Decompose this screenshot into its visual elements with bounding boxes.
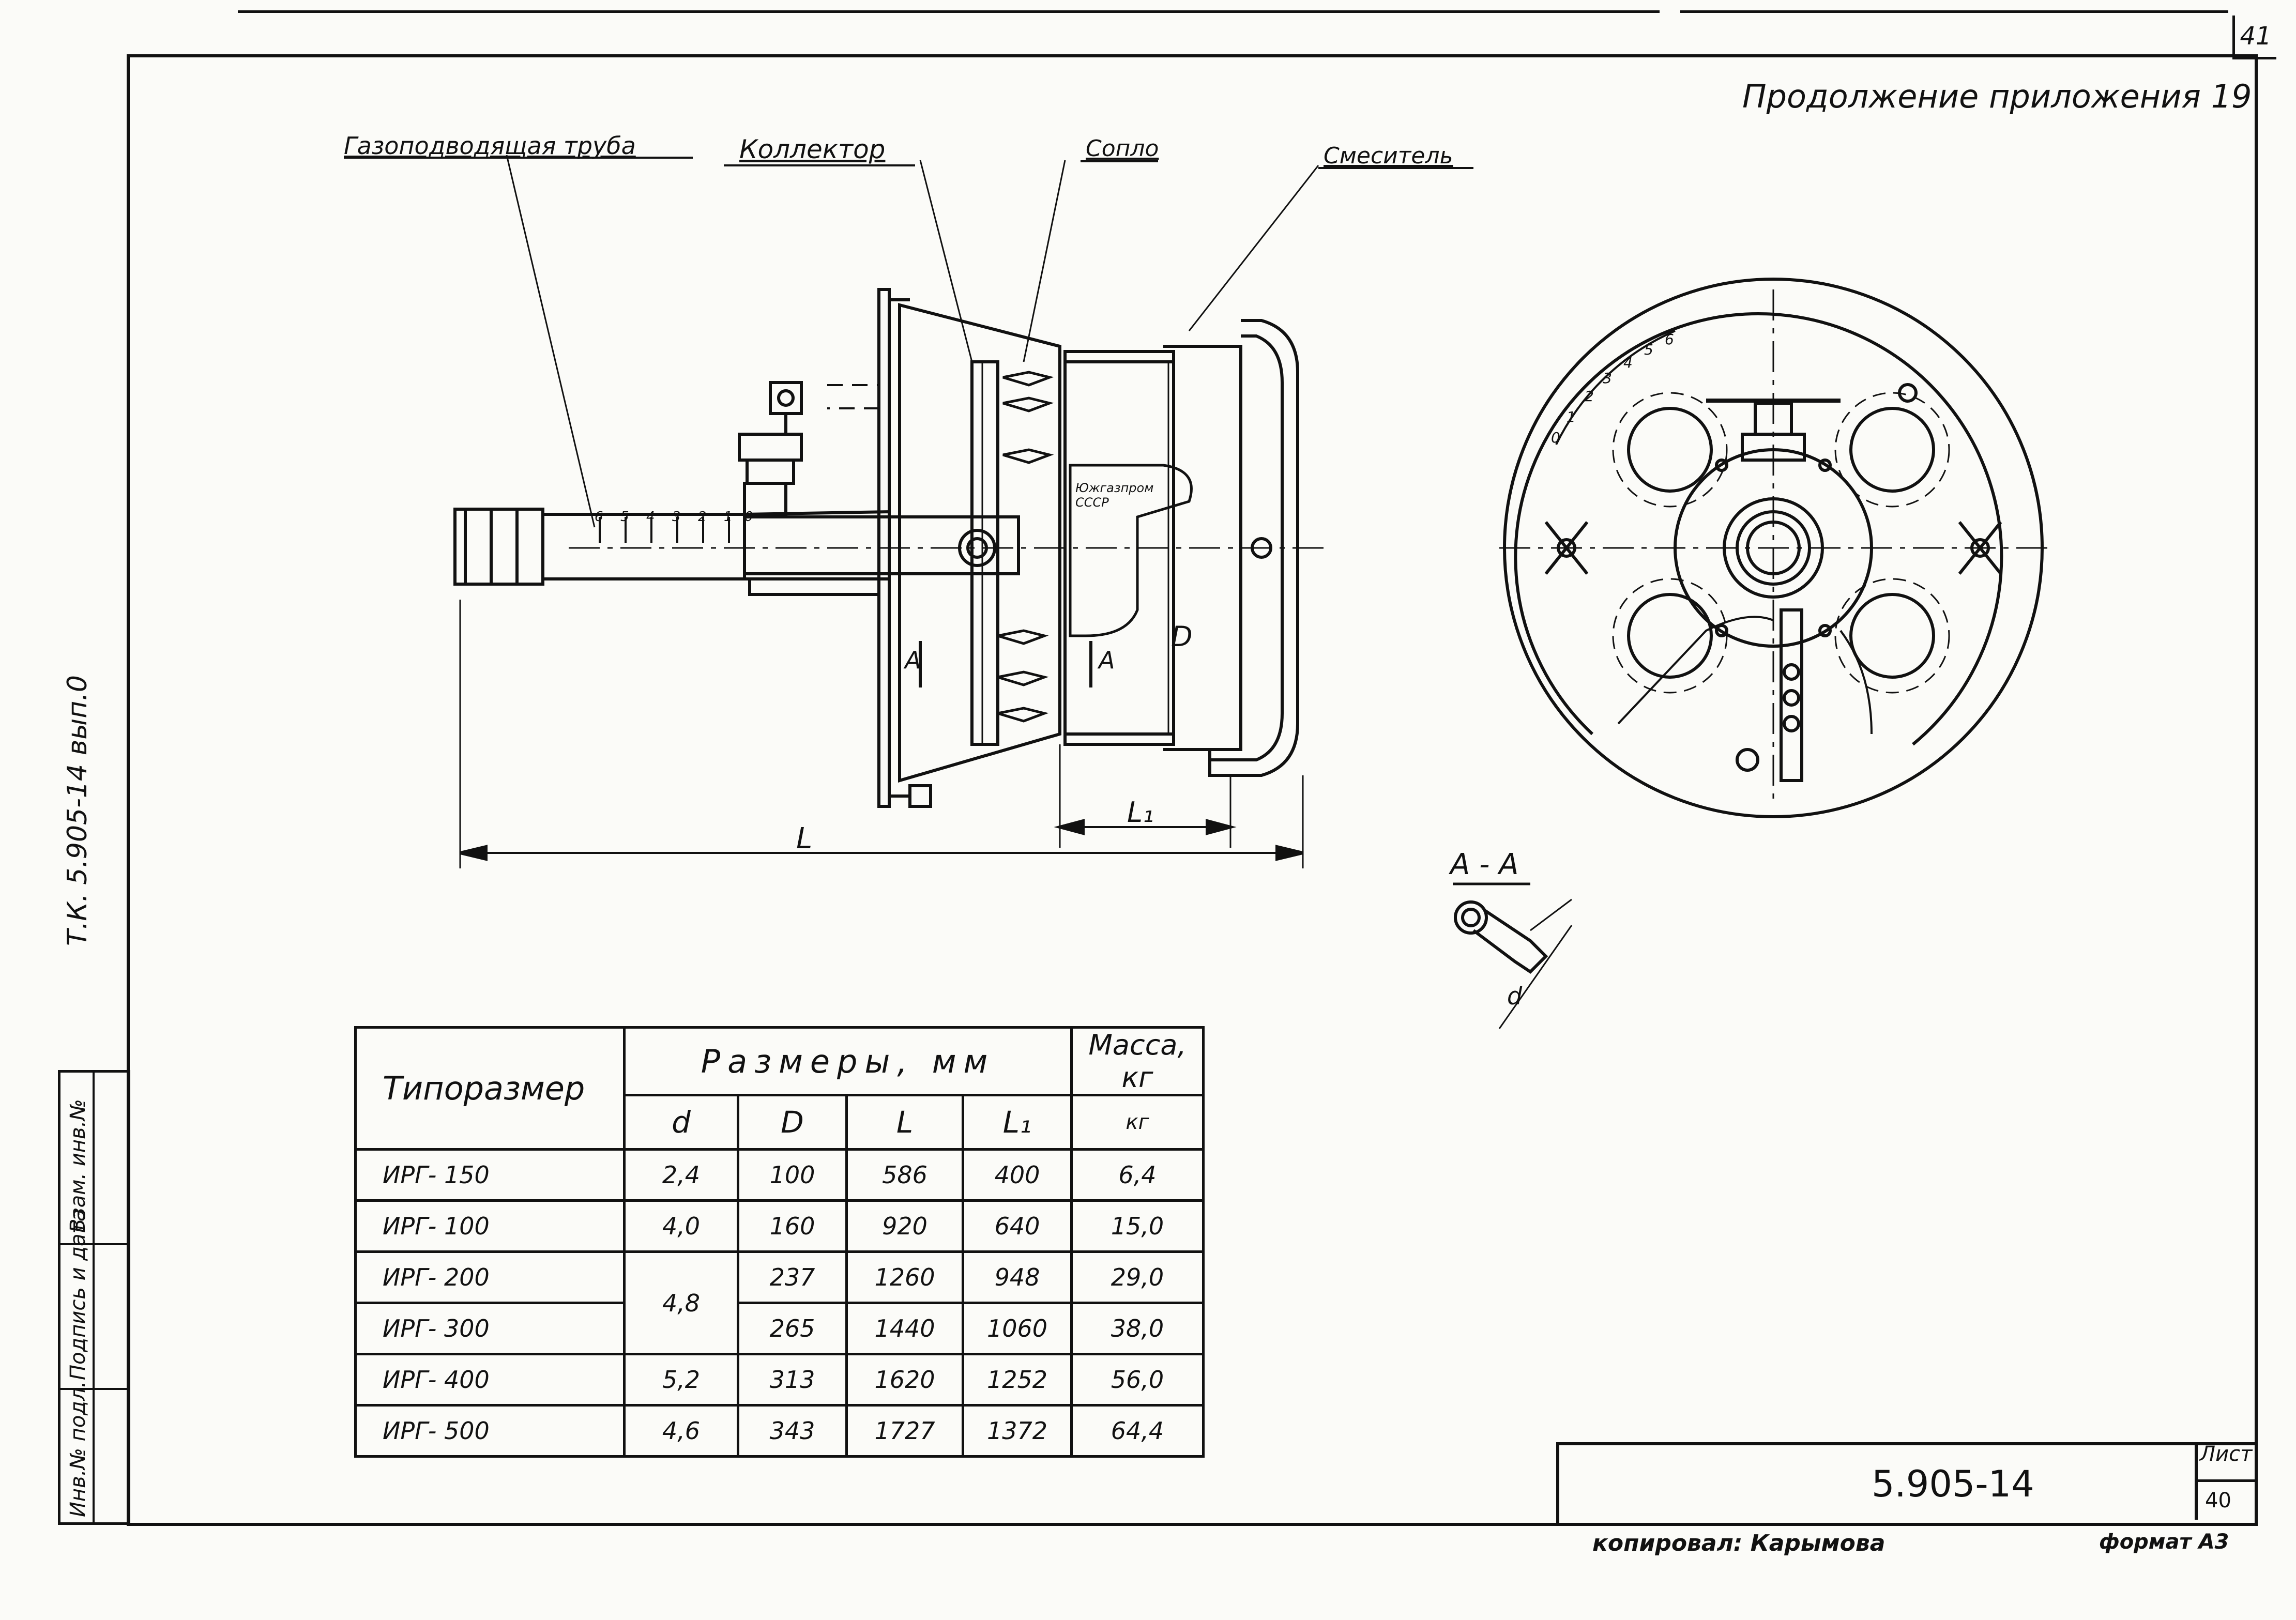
table-row: ИРГ- 300 265 1440 1060 38,0 (354, 1302, 1205, 1355)
copied-by: копировал: Карымова (1592, 1530, 1886, 1556)
dimension-d: d (1507, 982, 1523, 1010)
scale-mark-2: 2 (698, 509, 707, 525)
dial-mark-5: 5 (1644, 341, 1653, 358)
col-L1: L₁ (962, 1094, 1073, 1151)
heading: Продолжение приложения 19 (1742, 78, 2252, 115)
stamp-signature-date: Подпись и дата (66, 1209, 90, 1380)
top-edge-line (238, 10, 1660, 13)
scale-mark-0: 0 (744, 509, 753, 525)
table-row: ИРГ- 100 4,0 160 920 640 15,0 (354, 1199, 1205, 1253)
callout-gas-pipe: Газоподводящая труба (344, 132, 636, 160)
col-d: d (623, 1094, 739, 1151)
header-sizes: Размеры, мм (623, 1026, 1073, 1096)
header-mass: Масса, кг (1070, 1026, 1205, 1096)
scale-mark-3: 3 (672, 509, 681, 525)
dimension-L: L (796, 822, 813, 855)
title-block (1556, 1442, 2255, 1523)
drawing-frame (127, 54, 2258, 1526)
dial-mark-4: 4 (1623, 354, 1633, 371)
dial-mark-3: 3 (1603, 370, 1612, 387)
section-mark-right: A (1099, 646, 1115, 674)
section-title: А - А (1450, 848, 1519, 881)
dial-mark-2: 2 (1585, 388, 1594, 405)
top-edge-line-right (1680, 10, 2228, 13)
dimension-L1: L₁ (1127, 796, 1154, 829)
scale-mark-5: 5 (620, 509, 629, 525)
sheet-value: 40 (2205, 1489, 2231, 1512)
callout-collector: Коллектор (739, 134, 886, 164)
scale-mark-6: 6 (595, 509, 603, 525)
merged-d-cell: 4,8 (623, 1250, 739, 1355)
document-code: 5.905-14 (1872, 1463, 2034, 1505)
stamp-inv-original: Инв.№ подл. (66, 1381, 90, 1517)
scale-mark-1: 1 (724, 509, 733, 525)
dial-mark-1: 1 (1567, 408, 1576, 425)
col-mass-unit: кг (1070, 1094, 1205, 1151)
callout-nozzle: Сопло (1086, 135, 1159, 162)
col-D: D (737, 1094, 848, 1151)
burner-front-view (1499, 278, 2047, 818)
callout-mixer: Смеситель (1324, 143, 1453, 169)
paper-format: формат А3 (2099, 1530, 2229, 1554)
dial-mark-6: 6 (1665, 331, 1674, 348)
table-row: ИРГ- 200 4,8 237 1260 948 29,0 (354, 1250, 1205, 1355)
stamp-replacement-inv: Взам. инв.№ (66, 1099, 90, 1233)
vertical-series-code: Т.К. 5.905-14 вып.0 (62, 675, 93, 946)
col-L: L (845, 1094, 964, 1151)
header-type: Типоразмер (354, 1026, 626, 1151)
title-block-sheet-cell (2195, 1442, 2255, 1520)
spec-table: Типоразмер Размеры, мм Масса, кг d D L L… (354, 1026, 1205, 1458)
scale-mark-4: 4 (646, 509, 655, 525)
left-stamp-box (58, 1070, 130, 1525)
label-plate-text: Южгазпром СССР (1075, 481, 1154, 510)
sheet-number: 41 (2232, 16, 2276, 59)
dial-mark-0: 0 (1551, 429, 1560, 446)
table-row: ИРГ- 150 2,4 100 586 400 6,4 (354, 1148, 1205, 1202)
section-a-a-detail (1453, 882, 1573, 1029)
table-row: ИРГ- 400 5,2 313 1620 1252 56,0 (354, 1353, 1205, 1407)
section-mark-left: A (905, 646, 921, 674)
table-row: ИРГ- 500 4,6 343 1727 1372 64,4 (354, 1404, 1205, 1458)
dimension-D: D (1171, 620, 1193, 653)
sheet-label: Лист (2200, 1442, 2253, 1466)
